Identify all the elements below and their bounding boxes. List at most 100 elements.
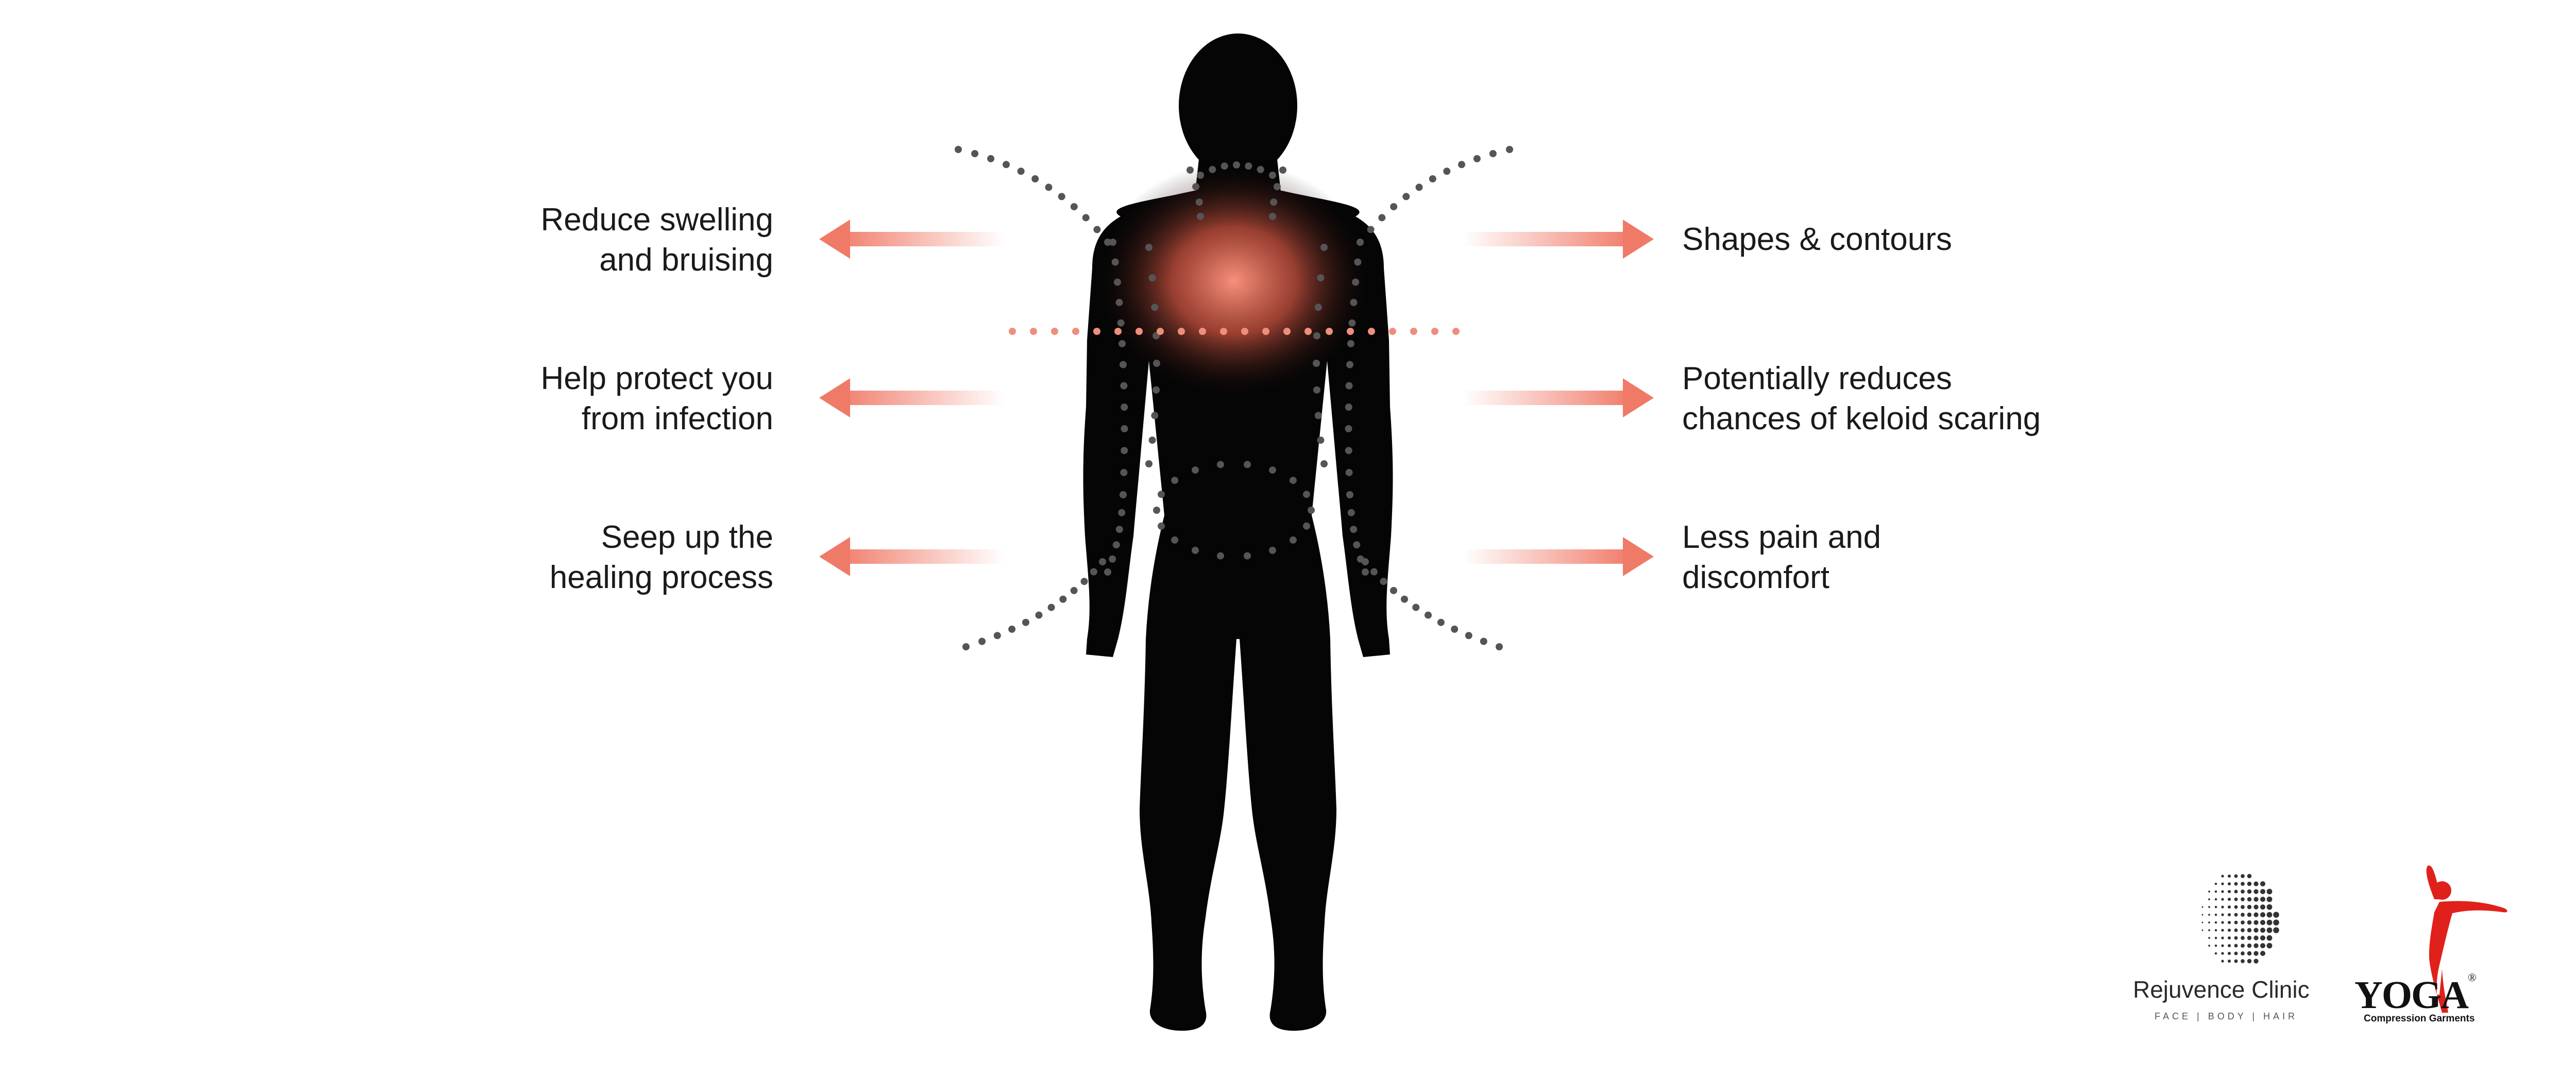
guide-dot (1022, 618, 1029, 626)
clinic-icon-dot (2227, 913, 2231, 917)
clinic-icon-dot (2247, 943, 2252, 948)
guide-dot (1117, 319, 1125, 327)
clinic-icon-dot (2221, 921, 2224, 924)
guide-dot (1345, 404, 1352, 411)
guide-dot (1289, 477, 1297, 484)
guide-dot (1380, 578, 1387, 585)
guide-dot (971, 150, 979, 158)
clinic-icon-dot (2214, 913, 2217, 916)
guide-dot (1437, 618, 1445, 626)
guide-dot (1465, 632, 1472, 640)
guide-dot (1157, 328, 1164, 335)
guide-dot (1279, 166, 1286, 174)
clinic-icon-dot (2221, 882, 2224, 885)
guide-dot (1070, 203, 1078, 211)
brand-registered-mark: ® (2468, 971, 2477, 984)
benefit-left-1-line1: Reduce swelling (540, 202, 773, 238)
guide-dot (1118, 509, 1126, 516)
clinic-icon-dot (2227, 897, 2231, 901)
guide-dot (1009, 328, 1016, 335)
guide-dot (1389, 328, 1396, 335)
guide-dot (1221, 162, 1228, 170)
clinic-icon-dot (2253, 935, 2259, 941)
clinic-icon-dot (2241, 944, 2245, 948)
guide-dot (1345, 425, 1352, 432)
benefit-left-2-line1: Help protect you (540, 361, 773, 396)
guide-dot (1136, 328, 1143, 335)
guide-dot (1090, 568, 1097, 576)
benefit-label-right-1: Shapes & contours (1682, 220, 1952, 260)
guide-dot (1217, 461, 1224, 468)
clinic-icon-dot (2214, 905, 2217, 909)
guide-dot (1496, 643, 1503, 650)
arrow-left-1 (819, 220, 1005, 259)
clinic-icon-dot (2253, 951, 2259, 956)
arrow-right-2 (1463, 378, 1654, 417)
guide-dot (1314, 412, 1322, 419)
guide-dot (1480, 637, 1487, 645)
guide-dot (1350, 298, 1358, 306)
guide-dot (955, 146, 962, 153)
clinic-icon-dot (2260, 904, 2266, 910)
guide-dot (1153, 386, 1160, 394)
guide-dot (978, 637, 986, 645)
guide-dot (1104, 568, 1111, 576)
guide-dot (1452, 328, 1460, 335)
guide-dot (1148, 274, 1156, 282)
clinic-icon-dot (2221, 929, 2224, 932)
guide-dot (1350, 526, 1358, 533)
guide-dot (1257, 165, 1264, 173)
clinic-icon-dot (2221, 905, 2224, 909)
clinic-icon-dot (2253, 904, 2259, 910)
guide-dot (1317, 437, 1325, 444)
guide-dot (1082, 214, 1090, 222)
guide-dot (1120, 468, 1128, 476)
clinic-icon-dot (2227, 882, 2231, 886)
clinic-icon-dot (2234, 944, 2238, 948)
guide-dot (1008, 625, 1016, 633)
arrow-right-1 (1463, 220, 1654, 259)
clinic-icon-dot (2221, 936, 2224, 939)
clinic-icon-dot (2247, 912, 2252, 917)
guide-dot (1187, 166, 1194, 174)
clinic-icon-dot (2208, 929, 2210, 931)
clinic-icon-dot (2241, 928, 2245, 932)
guide-dot (1303, 491, 1310, 498)
clinic-icon-dot (2221, 960, 2224, 963)
guide-dot (1308, 507, 1315, 514)
dotted-face-icon (2201, 874, 2279, 964)
guide-dot (1003, 161, 1010, 169)
clinic-tagline: FACE | BODY | HAIR (2155, 1011, 2298, 1021)
guide-dot (1357, 239, 1364, 246)
clinic-icon-dot (2208, 937, 2210, 939)
clinic-icon-dot (2241, 936, 2245, 940)
guide-dot (1473, 155, 1481, 162)
guide-dot (1348, 319, 1356, 327)
clinic-icon-dot (2266, 896, 2273, 902)
clinic-icon-dot (2208, 906, 2210, 908)
guide-dot (1370, 568, 1378, 576)
guide-dot (1320, 460, 1328, 467)
clinic-icon-dot (2260, 919, 2266, 926)
guide-dot (1241, 328, 1248, 335)
guide-dot (1390, 586, 1397, 594)
guide-dot (993, 632, 1001, 640)
guide-dot (1367, 226, 1375, 233)
benefit-left-3-line1: Seep up the (601, 519, 773, 555)
clinic-icon-dot (2208, 914, 2210, 916)
guide-dot (1120, 361, 1127, 368)
clinic-icon-dot (2234, 928, 2238, 932)
guide-dot (1314, 304, 1322, 311)
clinic-icon-dot (2247, 889, 2252, 894)
clinic-icon-dot (2221, 913, 2224, 916)
clinic-icon-dot (2214, 921, 2217, 924)
clinic-icon-dot (2201, 921, 2204, 924)
guide-dot (1031, 175, 1039, 182)
clinic-icon-dot (2234, 905, 2238, 909)
guide-dot (1289, 536, 1297, 544)
clinic-icon-dot (2241, 905, 2245, 909)
clinic-icon-dot (2221, 875, 2224, 878)
guide-dot (1415, 183, 1423, 191)
guide-dot (1051, 328, 1058, 335)
clinic-icon-dot (2247, 959, 2252, 964)
